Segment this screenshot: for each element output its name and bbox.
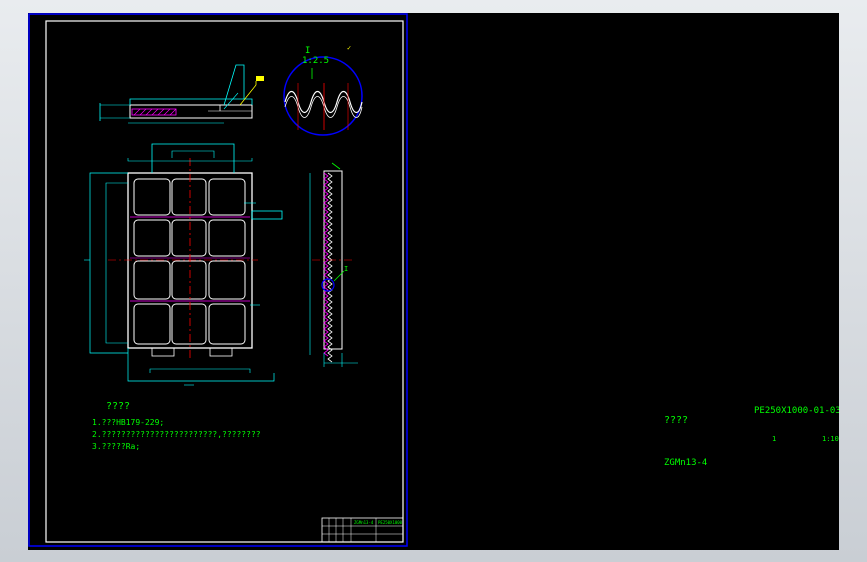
part-quantity: 1	[772, 435, 776, 443]
title-block	[321, 517, 404, 543]
top-section-view	[99, 64, 264, 124]
title-block-code: PE250X1000	[378, 520, 403, 525]
detail-view	[283, 56, 363, 136]
tech-req-item-3: 3.?????Ra;	[92, 442, 140, 451]
tech-req-item-2: 2.????????????????????????,????????	[92, 430, 261, 439]
part-code: PE250X1000-01-03	[754, 406, 839, 416]
part-material: ZGMn13-4	[664, 458, 707, 468]
tech-req-heading: ????	[106, 401, 130, 412]
inner-frame	[45, 20, 404, 543]
cad-drawing: 40 I 1:2.5 ✓	[28, 13, 839, 547]
part-name: ????	[664, 415, 688, 426]
detail-scale: 1:2.5	[302, 56, 329, 66]
tech-req-item-1: 1.???HB179-229;	[92, 418, 164, 427]
outer-border	[28, 13, 408, 547]
side-view	[309, 162, 358, 367]
balloon-label: 40	[256, 76, 262, 82]
roughness-mark: ✓	[347, 44, 351, 52]
section-mark: I	[344, 265, 348, 273]
model-viewport[interactable]: 40 I 1:2.5 ✓	[28, 13, 839, 550]
detail-label: I	[305, 46, 310, 56]
title-block-material: ZGMn13-4	[354, 520, 374, 525]
part-scale: 1:10	[822, 435, 839, 443]
front-view	[84, 143, 283, 386]
